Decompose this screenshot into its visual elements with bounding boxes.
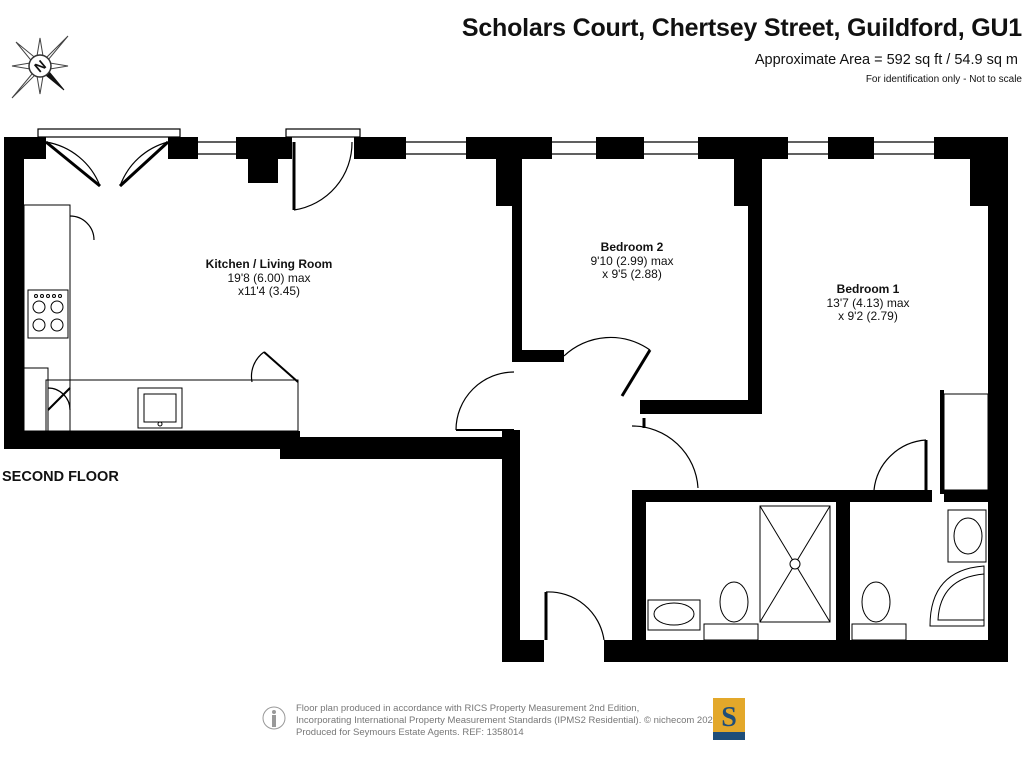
wardrobe <box>943 393 989 491</box>
floor-label: SECOND FLOOR <box>2 469 119 485</box>
ensuite-toilet-icon <box>861 581 891 623</box>
basin-icon <box>653 602 695 626</box>
walls <box>4 137 1008 662</box>
room-name: Kitchen / Living Room <box>205 257 333 271</box>
room-dimension: x 9'2 (2.79) <box>838 309 898 323</box>
footer-line: Floor plan produced in accordance with R… <box>296 703 640 714</box>
hob-icon <box>27 289 69 339</box>
identification-note: For identification only - Not to scale <box>865 74 1022 85</box>
windows <box>37 128 934 155</box>
room-dimension: x11'4 (3.45) <box>237 284 301 298</box>
approximate-area: Approximate Area = 592 sq ft / 54.9 sq m <box>754 52 1018 68</box>
footer-line: Produced for Seymours Estate Agents. REF… <box>296 727 524 738</box>
room-dimension: x 9'5 (2.88) <box>602 267 662 281</box>
footer-line: Incorporating International Property Mea… <box>296 715 721 726</box>
room-name: Bedroom 2 <box>600 240 664 254</box>
room-bedroom-2: Bedroom 2 9'10 (2.99) max x 9'5 (2.88) <box>572 240 692 282</box>
shower-icon <box>759 505 831 623</box>
doors <box>45 140 928 641</box>
ensuite-basin-icon <box>953 517 983 555</box>
kitchen-sink-icon <box>137 387 183 429</box>
compass-rose-icon: N <box>11 35 69 99</box>
room-kitchen-living: Kitchen / Living Room 19'8 (6.00) max x1… <box>188 257 350 299</box>
toilet-icon <box>719 581 749 623</box>
property-address-title: Scholars Court, Chertsey Street, Guildfo… <box>461 14 1022 42</box>
bathroom-fittings <box>647 393 989 641</box>
person-scale-icon <box>262 706 286 730</box>
room-bedroom-1: Bedroom 1 13'7 (4.13) max x 9'2 (2.79) <box>808 282 928 324</box>
kitchen-fittings <box>23 204 299 432</box>
room-dimension: 19'8 (6.00) max <box>227 270 311 285</box>
room-dimension: 13'7 (4.13) max <box>826 295 910 310</box>
footer-disclaimer: Floor plan produced in accordance with R… <box>296 703 721 739</box>
room-dimension: 9'10 (2.99) max <box>590 253 674 268</box>
ensuite-shower-icon <box>929 565 985 627</box>
seymours-logo-icon: S <box>713 698 745 740</box>
room-name: Bedroom 1 <box>836 282 900 296</box>
logo-letter: S <box>721 702 737 733</box>
